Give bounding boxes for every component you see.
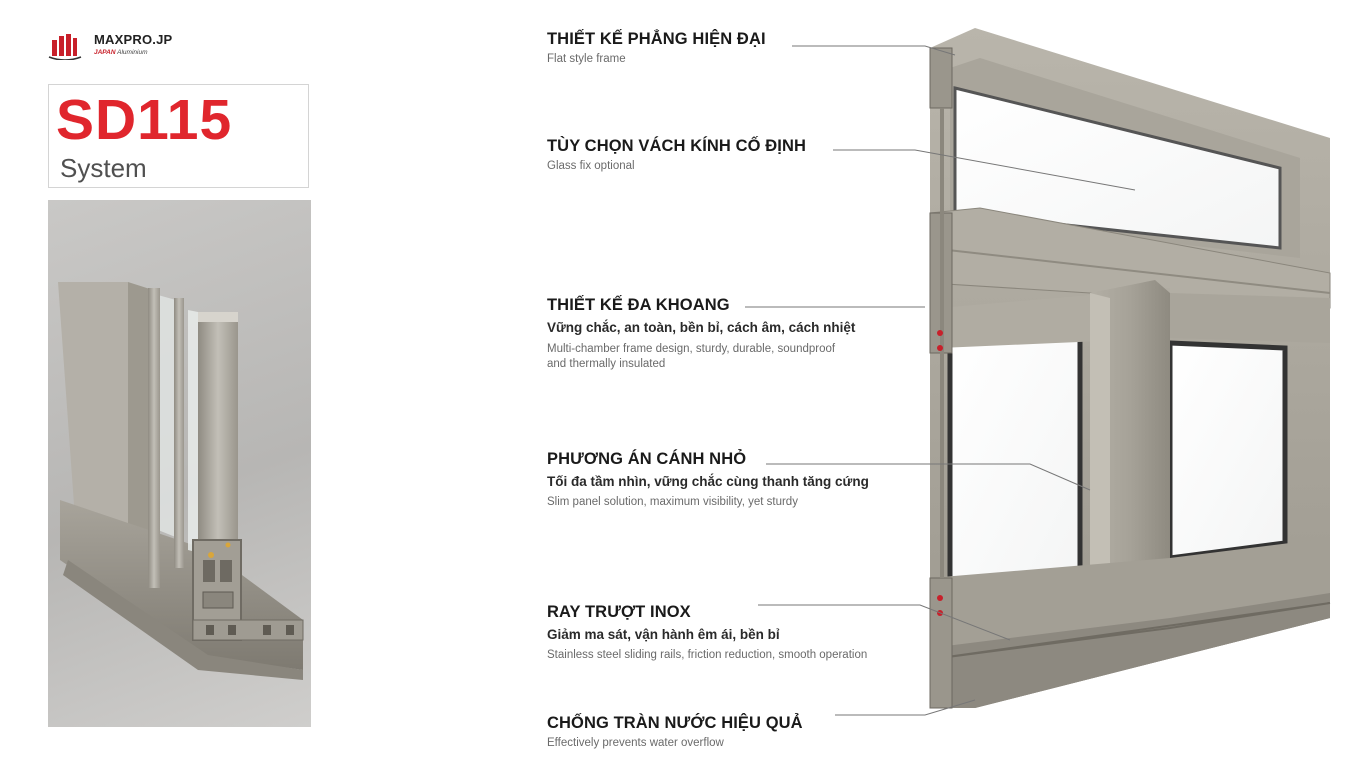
feature-english: Slim panel solution, maximum visibility,… <box>547 496 798 508</box>
feature-multi-chamber: THIẾT KẾ ĐA KHOANG Vững chắc, an toàn, b… <box>547 296 855 372</box>
feature-english: Flat style frame <box>547 53 626 65</box>
feature-english: Multi-chamber frame design, sturdy, dura… <box>547 343 836 355</box>
feature-english: Glass fix optional <box>547 160 635 172</box>
feature-title: RAY TRƯỢT INOX <box>547 603 691 621</box>
feature-english: Stainless steel sliding rails, friction … <box>547 649 868 661</box>
model-subtitle: System <box>60 153 147 183</box>
feature-english: Effectively prevents water overflow <box>547 737 724 749</box>
brand-name: MAXPRO.JP <box>94 32 173 47</box>
feature-slim-panel: PHƯƠNG ÁN CÁNH NHỎ Tối đa tầm nhìn, vững… <box>547 450 869 510</box>
feature-title: TÙY CHỌN VÁCH KÍNH CỐ ĐỊNH <box>547 137 806 155</box>
brand-tagline: JAPAN Aluminium <box>94 49 148 56</box>
model-box: SD115 System <box>48 84 309 188</box>
window-diagram <box>900 18 1340 738</box>
feature-flat-frame: THIẾT KẾ PHẲNG HIỆN ĐẠI Flat style frame <box>547 30 766 67</box>
brand-logo: MAXPRO.JP JAPAN Aluminium <box>48 30 198 64</box>
model-code: SD115 <box>56 88 233 152</box>
feature-glass-fix: TÙY CHỌN VÁCH KÍNH CỐ ĐỊNH Glass fix opt… <box>547 137 806 174</box>
feature-water-overflow: CHỐNG TRÀN NƯỚC HIỆU QUẢ Effectively pre… <box>547 714 803 751</box>
feature-title: PHƯƠNG ÁN CÁNH NHỎ <box>547 450 747 468</box>
feature-title: THIẾT KẾ PHẲNG HIỆN ĐẠI <box>547 30 766 48</box>
feature-title: CHỐNG TRÀN NƯỚC HIỆU QUẢ <box>547 714 803 732</box>
brand-logo-icon <box>48 34 82 60</box>
feature-subtitle: Giảm ma sát, vận hành êm ái, bền bỉ <box>547 627 780 642</box>
feature-english-line2: and thermally insulated <box>547 358 666 370</box>
feature-steel-rail: RAY TRƯỢT INOX Giảm ma sát, vận hành êm … <box>547 603 867 663</box>
feature-subtitle: Tối đa tầm nhìn, vững chắc cùng thanh tă… <box>547 474 869 489</box>
feature-subtitle: Vững chắc, an toàn, bền bỉ, cách âm, các… <box>547 320 856 335</box>
feature-title: THIẾT KẾ ĐA KHOANG <box>547 296 730 314</box>
product-photo <box>48 200 311 727</box>
